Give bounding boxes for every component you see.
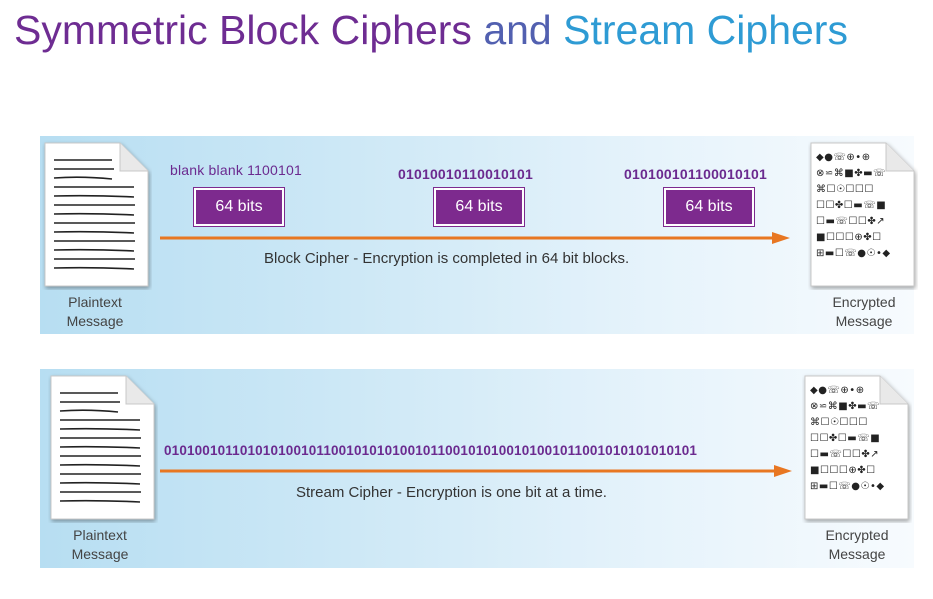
page-title: Symmetric Block Ciphers and Stream Ciphe…	[14, 4, 848, 56]
bit-block-3: 64 bits	[664, 188, 754, 226]
encrypted-message-label: Encrypted Message	[799, 293, 929, 331]
encrypted-label-line1: Encrypted	[832, 294, 896, 310]
stream-cipher-arrow	[160, 465, 792, 477]
encrypted-document-icon: ◆●☏⊕•⊕ ⊗⋍⌘■✤▬☏ ⌘☐☉☐☐☐ ☐☐✤☐▬☏■ ☐▬☏☐☐✤↗ ■☐…	[802, 373, 909, 521]
stream-cipher-panel	[40, 369, 914, 568]
block-cipher-panel	[40, 136, 914, 334]
title-part-block: Symmetric Block Ciphers	[14, 7, 484, 53]
encrypted-document-icon: ◆●☏⊕•⊕ ⊗⋍⌘■✤▬☏ ⌘☐☉☐☐☐ ☐☐✤☐▬☏■ ☐▬☏☐☐✤↗ ■☐…	[808, 140, 915, 288]
block-cipher-caption: Block Cipher - Encryption is completed i…	[264, 250, 630, 267]
plaintext-label-line1: Plaintext	[73, 527, 127, 543]
encrypted-glyphs: ◆●☏⊕•⊕ ⊗⋍⌘■✤▬☏ ⌘☐☉☐☐☐ ☐☐✤☐▬☏■ ☐▬☏☐☐✤↗ ■☐…	[816, 152, 891, 259]
plaintext-label-line1: Plaintext	[68, 294, 122, 310]
encrypted-label-line1: Encrypted	[825, 527, 889, 543]
plaintext-message-label: Plaintext Message	[30, 293, 160, 331]
encrypted-message-label: Encrypted Message	[792, 526, 922, 564]
encrypted-glyphs: ◆●☏⊕•⊕ ⊗⋍⌘■✤▬☏ ⌘☐☉☐☐☐ ☐☐✤☐▬☏■ ☐▬☏☐☐✤↗ ■☐…	[810, 385, 885, 492]
bit-block-1: 64 bits	[194, 188, 284, 226]
block-cipher-arrow	[160, 232, 790, 244]
title-part-and: and	[483, 7, 564, 53]
bit-string-2: 01010010110010101	[398, 166, 533, 182]
plaintext-label-line2: Message	[66, 313, 124, 329]
title-part-stream: Stream Ciphers	[563, 7, 848, 53]
plaintext-message-label: Plaintext Message	[35, 526, 165, 564]
encrypted-label-line2: Message	[835, 313, 893, 329]
plaintext-label-line2: Message	[71, 546, 129, 562]
encrypted-label-line2: Message	[828, 546, 886, 562]
plaintext-document-icon	[48, 373, 155, 521]
bit-block-2: 64 bits	[434, 188, 524, 226]
bit-string-1: blank blank 1100101	[170, 162, 302, 178]
stream-bit-string: 0101001011010101001011001010101001011001…	[164, 443, 698, 458]
bit-string-3: 010100101100010101	[624, 166, 767, 182]
plaintext-document-icon	[42, 140, 149, 288]
stream-cipher-caption: Stream Cipher - Encryption is one bit at…	[296, 484, 607, 501]
